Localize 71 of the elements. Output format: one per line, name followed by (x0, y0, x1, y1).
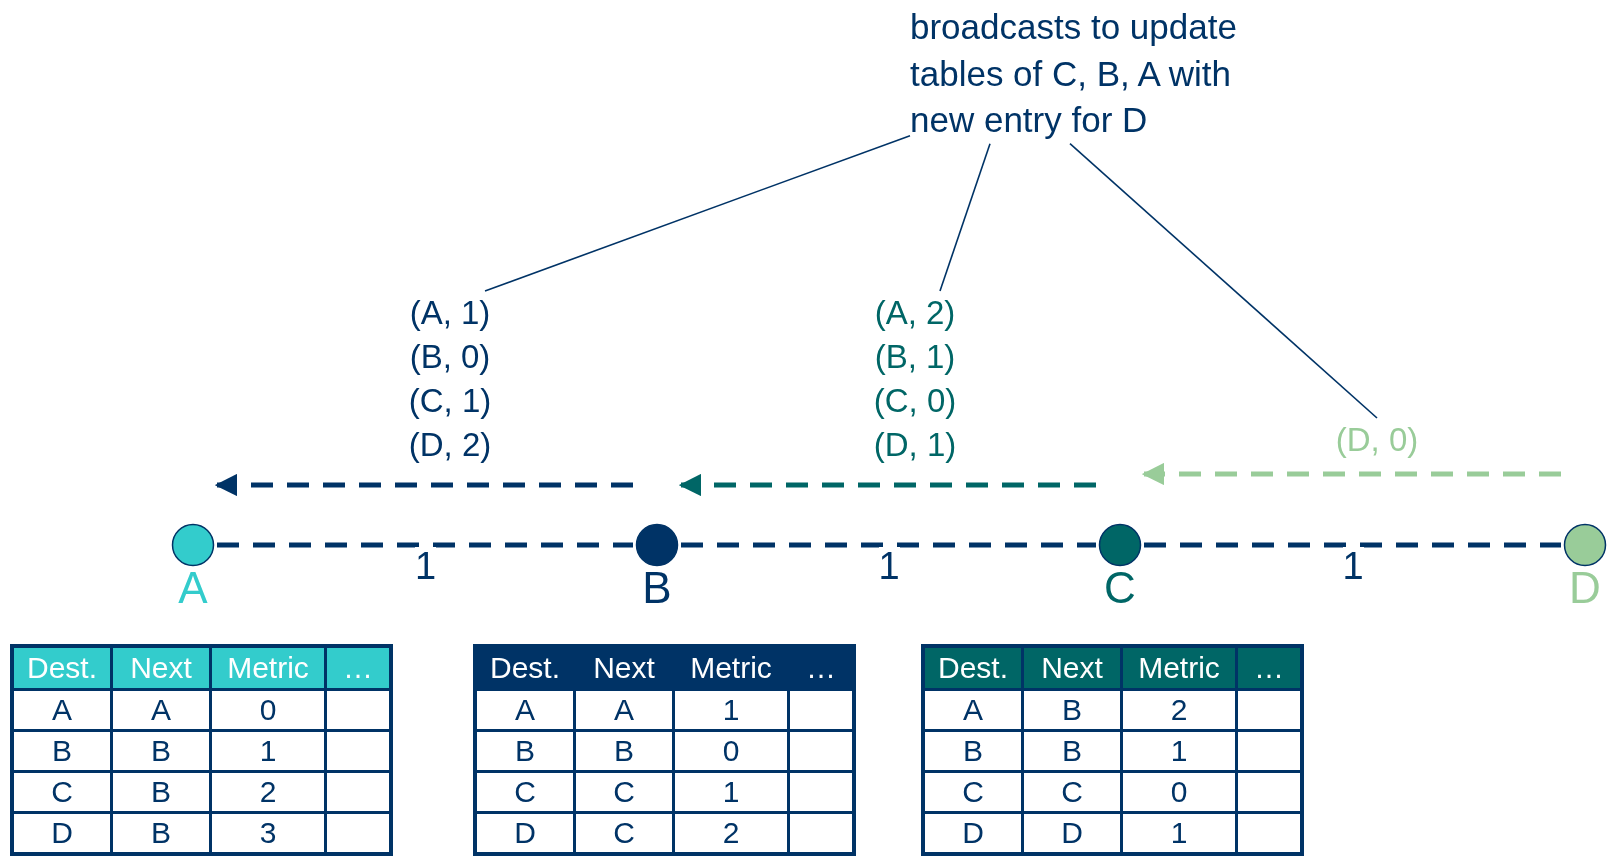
node-letter: C (1104, 566, 1136, 610)
distance-vector-entry: (A, 1) (408, 293, 492, 333)
dashed-arrow (678, 473, 1096, 497)
dashed-link (217, 542, 633, 548)
table-cell: 0 (1121, 771, 1237, 813)
table-cell: B (1022, 730, 1122, 772)
table-cell: 0 (673, 730, 789, 772)
table-cell: B (475, 730, 575, 772)
table-header-cell: Metric (673, 646, 789, 690)
leader-line (1069, 142, 1378, 419)
table-header-cell: Next (1022, 646, 1122, 690)
table-cell: B (111, 730, 211, 772)
distance-vector-entry: (A, 2) (873, 293, 957, 333)
table-cell: B (574, 730, 674, 772)
table-cell: B (12, 730, 112, 772)
table-header-cell: … (1236, 646, 1302, 690)
leader-line (484, 134, 911, 292)
distance-vector-entry: (D, 1) (872, 424, 958, 465)
table-header-cell: Metric (1121, 646, 1237, 690)
table-cell: A (574, 689, 674, 731)
table-cell: A (475, 689, 575, 731)
table-cell: C (12, 771, 112, 813)
table-cell: 2 (1121, 689, 1237, 731)
table-cell: A (12, 689, 112, 731)
table-cell: B (1022, 689, 1122, 731)
table-cell: C (475, 771, 575, 813)
distance-vector-entry: (D, 2) (407, 424, 493, 465)
table-cell: 1 (1121, 812, 1237, 854)
table-header-cell: Next (111, 646, 211, 690)
distance-vector-entry: (C, 0) (872, 380, 958, 421)
table-cell: D (12, 812, 112, 854)
table-cell: A (923, 689, 1023, 731)
table-cell: D (1022, 812, 1122, 854)
dashed-link (1144, 542, 1561, 548)
table-cell: 1 (1121, 730, 1237, 772)
distance-vector-entry: (C, 1) (407, 380, 493, 421)
table-header-cell: … (788, 646, 854, 690)
table-cell: 3 (210, 812, 326, 854)
dashed-arrow (1141, 462, 1561, 486)
distance-vector-entry: (B, 1) (873, 336, 957, 377)
node-letter: A (178, 566, 208, 610)
table-cell: C (574, 771, 674, 813)
table-cell: D (923, 812, 1023, 854)
table-cell: A (111, 689, 211, 731)
table-header-cell: Dest. (923, 646, 1023, 690)
table-cell: C (1022, 771, 1122, 813)
table-cell: C (574, 812, 674, 854)
table-cell: 1 (210, 730, 326, 772)
node-letter: B (642, 566, 672, 610)
dashed-arrow (214, 473, 633, 497)
leader-line (939, 142, 991, 292)
table-cell: 0 (210, 689, 326, 731)
table-cell: 2 (210, 771, 326, 813)
table-cell: 2 (673, 812, 789, 854)
table-cell: 1 (673, 689, 789, 731)
table-cell: B (111, 812, 211, 854)
table-cell: 1 (673, 771, 789, 813)
table-header-cell: Metric (210, 646, 326, 690)
table-header-cell: Dest. (12, 646, 112, 690)
table-cell: B (923, 730, 1023, 772)
table-header-cell: Next (574, 646, 674, 690)
table-cell: D (475, 812, 575, 854)
table-header-cell: Dest. (475, 646, 575, 690)
node-letter: D (1569, 566, 1601, 610)
callout-text: broadcasts to update tables of C, B, A with new entry for D (910, 6, 1238, 142)
distance-vector-entry: (D, 0) (1334, 420, 1420, 460)
dashed-link (681, 542, 1096, 548)
distance-vector-entry: (B, 0) (408, 336, 492, 377)
table-cell: C (923, 771, 1023, 813)
table-cell: B (111, 771, 211, 813)
table-header-cell: … (325, 646, 391, 690)
